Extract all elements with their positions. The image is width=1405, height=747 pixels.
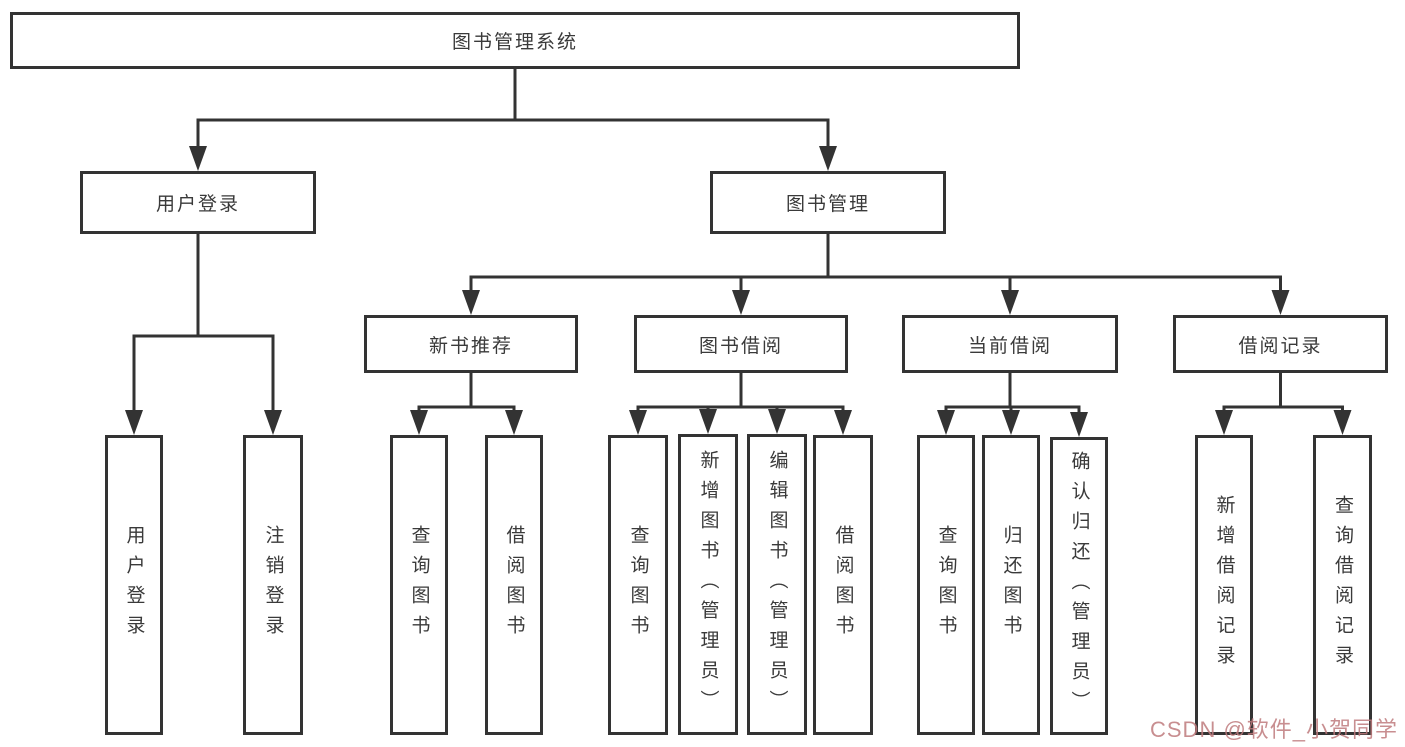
node-book-borrow: 图书借阅: [634, 315, 848, 373]
node-leaf-nb-query: 查询图书: [390, 435, 448, 735]
node-book-management: 图书管理: [710, 171, 946, 234]
node-leaf-br-add: 新增借阅记录: [1195, 435, 1253, 735]
node-leaf-bb-edit: 编辑图书（管理员）: [747, 434, 807, 735]
node-leaf-logout: 注销登录: [243, 435, 303, 735]
node-leaf-user-login: 用户登录: [105, 435, 163, 735]
node-leaf-bb-add: 新增图书（管理员）: [678, 434, 738, 735]
node-leaf-bb-borrow: 借阅图书: [813, 435, 873, 735]
node-current-borrow: 当前借阅: [902, 315, 1118, 373]
node-leaf-br-query: 查询借阅记录: [1313, 435, 1372, 735]
node-borrow-records: 借阅记录: [1173, 315, 1388, 373]
node-leaf-cb-return: 归还图书: [982, 435, 1040, 735]
node-leaf-bb-query: 查询图书: [608, 435, 668, 735]
node-leaf-nb-borrow: 借阅图书: [485, 435, 543, 735]
node-leaf-cb-query: 查询图书: [917, 435, 975, 735]
node-root: 图书管理系统: [10, 12, 1020, 69]
csdn-watermark: CSDN @软件_小贺同学: [1150, 717, 1399, 742]
node-new-book-recommend: 新书推荐: [364, 315, 578, 373]
node-leaf-cb-confirm: 确认归还（管理员）: [1050, 437, 1108, 735]
node-user-login: 用户登录: [80, 171, 316, 234]
